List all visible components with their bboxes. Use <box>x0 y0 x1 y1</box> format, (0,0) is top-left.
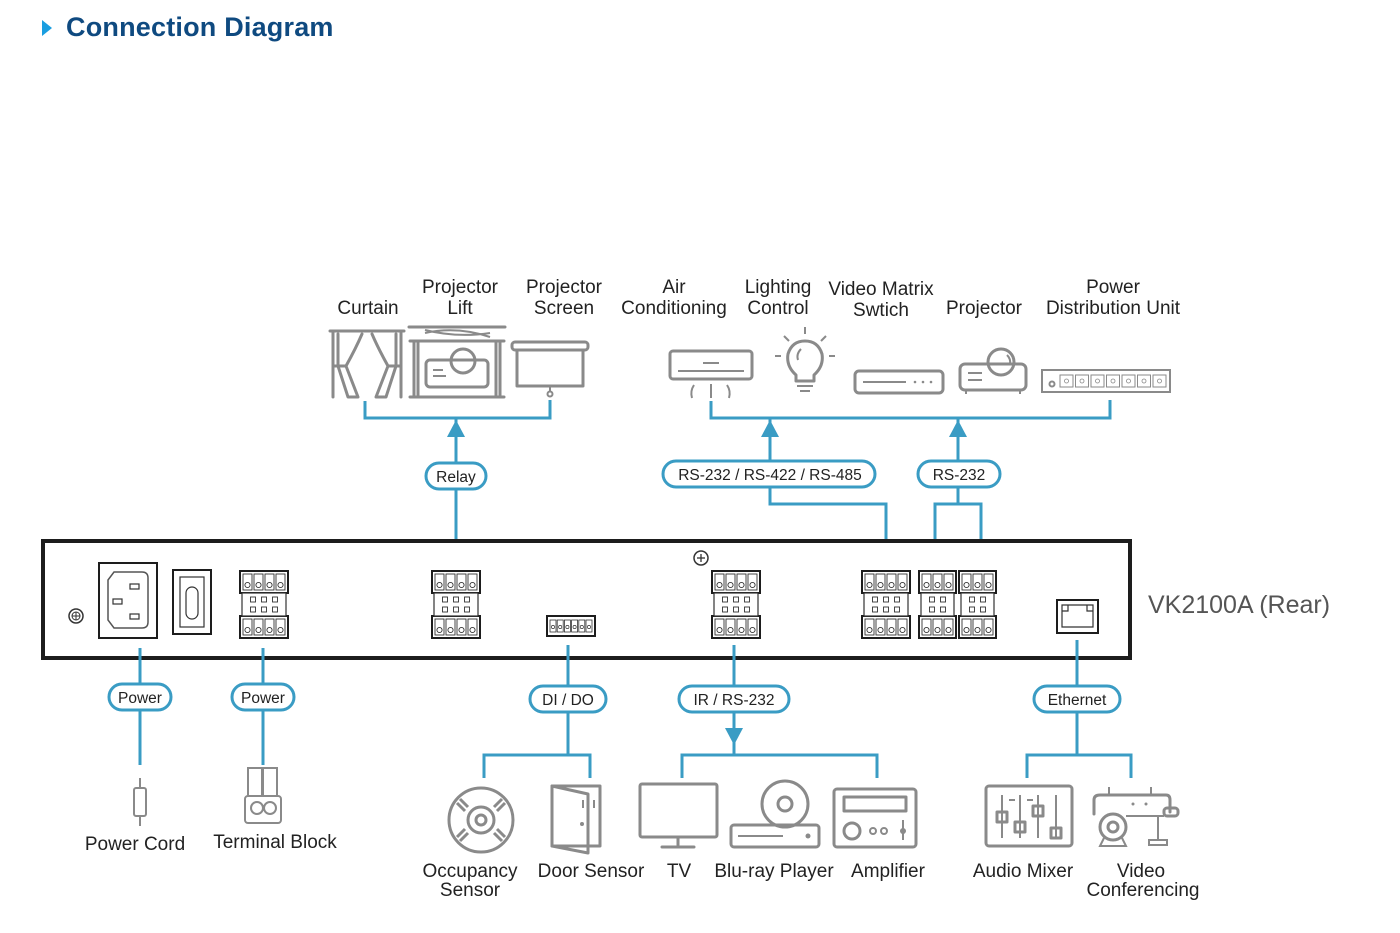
device-rear-panel <box>41 539 1132 660</box>
air-conditioning-icon <box>668 349 754 399</box>
page-title: Connection Diagram <box>66 12 334 42</box>
label-pdu-1: Power <box>1086 277 1141 298</box>
arrow-up-icon <box>761 420 779 437</box>
power-terminal-port <box>239 570 289 639</box>
label-curtain: Curtain <box>337 298 398 319</box>
label-air-conditioning-2: Conditioning <box>621 298 727 319</box>
label-occupancy-sensor-1: Occupancy <box>422 861 518 882</box>
label-video-conferencing-1: Video <box>1117 861 1165 882</box>
relay-port <box>431 570 481 639</box>
power-distribution-unit-icon <box>1041 369 1171 393</box>
rs232-port-1 <box>918 570 957 639</box>
pill-rs232-label: RS-232 <box>933 467 986 484</box>
label-video-matrix-1: Video Matrix <box>828 279 934 300</box>
serial-port <box>861 570 911 639</box>
label-projector-lift-1: Projector <box>422 277 499 298</box>
pill-relay-label: Relay <box>436 469 476 486</box>
pill-power-label-1: Power <box>118 690 162 707</box>
power-inlet-icon <box>98 562 158 639</box>
projector-icon <box>958 347 1028 394</box>
pill-ir-label: IR / RS-232 <box>694 692 775 709</box>
tv-icon <box>638 782 719 849</box>
ethernet-port <box>1056 599 1099 634</box>
amplifier-icon <box>832 787 918 849</box>
audio-mixer-icon <box>984 784 1074 848</box>
dido-port <box>546 615 596 637</box>
pill-power-terminal: Power <box>230 682 296 712</box>
pill-relay: Relay <box>424 461 488 491</box>
pill-ir: IR / RS-232 <box>677 684 791 714</box>
arrow-down-icon <box>725 728 743 745</box>
bluray-player-icon <box>729 779 821 849</box>
video-matrix-switch-icon <box>853 369 945 395</box>
label-tv: TV <box>667 861 692 882</box>
video-conferencing-icon <box>1092 787 1180 847</box>
terminal-block-icon <box>244 767 282 824</box>
label-amplifier: Amplifier <box>851 861 926 882</box>
label-door-sensor: Door Sensor <box>538 861 645 882</box>
label-lighting-control-2: Control <box>747 298 808 319</box>
pill-dido-label: DI / DO <box>542 692 594 709</box>
label-audio-mixer: Audio Mixer <box>973 861 1074 882</box>
pill-power-cord: Power <box>107 682 173 712</box>
label-occupancy-sensor-2: Sensor <box>440 880 501 901</box>
device-name-label: VK2100A (Rear) <box>1148 591 1330 619</box>
lightbulb-icon <box>775 327 835 392</box>
label-video-matrix-2: Swtich <box>853 300 909 321</box>
pill-serial: RS-232 / RS-422 / RS-485 <box>661 459 877 489</box>
curtain-icon <box>328 329 406 399</box>
panel-screw-icon <box>693 550 709 566</box>
ground-screw-icon <box>68 608 84 624</box>
ir-rs232-port <box>711 570 761 639</box>
projector-screen-icon <box>510 340 590 398</box>
pill-dido: DI / DO <box>528 684 608 714</box>
label-air-conditioning-1: Air <box>662 277 686 298</box>
label-lighting-control-1: Lighting <box>745 277 812 298</box>
label-pdu-2: Distribution Unit <box>1046 298 1181 319</box>
bottom-device-labels: Power Cord Terminal Block Occupancy Sens… <box>85 832 1200 901</box>
section-header: Connection Diagram <box>42 12 334 43</box>
caret-right-icon <box>42 19 52 36</box>
rs232-port-2 <box>958 570 997 639</box>
power-switch-icon <box>172 569 212 635</box>
top-device-labels: Curtain Projector Lift Projector Screen … <box>337 277 1180 321</box>
arrow-up-icon <box>949 420 967 437</box>
pill-ethernet: Ethernet <box>1032 684 1122 714</box>
label-bluray-player: Blu-ray Player <box>714 861 834 882</box>
pill-ethernet-label: Ethernet <box>1048 692 1107 709</box>
label-video-conferencing-2: Conferencing <box>1086 880 1199 901</box>
label-projector-screen-1: Projector <box>526 277 603 298</box>
occupancy-sensor-icon <box>447 786 515 854</box>
pill-serial-label: RS-232 / RS-422 / RS-485 <box>678 467 862 484</box>
projector-lift-icon <box>407 325 507 399</box>
label-terminal-block: Terminal Block <box>213 832 337 853</box>
serial-wiring <box>709 400 1112 570</box>
pill-rs232: RS-232 <box>916 459 1002 489</box>
arrow-up-icon <box>447 420 465 437</box>
label-power-cord: Power Cord <box>85 834 185 855</box>
label-projector: Projector <box>946 298 1023 319</box>
door-sensor-icon <box>550 784 602 855</box>
label-projector-lift-2: Lift <box>447 298 473 319</box>
label-projector-screen-2: Screen <box>534 298 594 319</box>
pill-power-label-2: Power <box>241 690 285 707</box>
power-cord-icon <box>133 778 147 826</box>
